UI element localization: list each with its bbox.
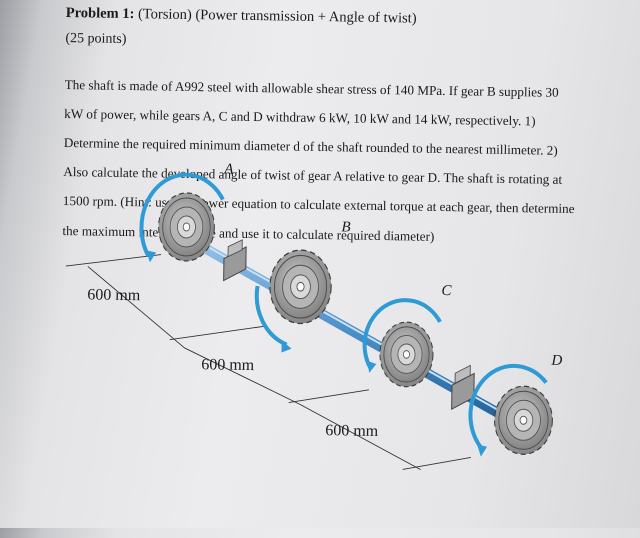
- bearing-left: [223, 239, 247, 282]
- gear-b: [254, 248, 333, 353]
- bearing-right: [451, 364, 475, 410]
- dimension-label-1: 600 mm: [87, 286, 141, 304]
- gear-label-c: C: [441, 283, 452, 299]
- gear-label-d: D: [550, 353, 562, 369]
- gear-d: [468, 363, 554, 457]
- gear-a: [139, 172, 225, 263]
- gear-label-a: A: [223, 162, 234, 178]
- gear-c: [362, 298, 442, 388]
- dimension-label-2: 600 mm: [201, 356, 255, 374]
- gear-label-b: B: [341, 219, 350, 235]
- dimension-label-3: 600 mm: [325, 422, 379, 440]
- dimension-lines: [65, 254, 471, 471]
